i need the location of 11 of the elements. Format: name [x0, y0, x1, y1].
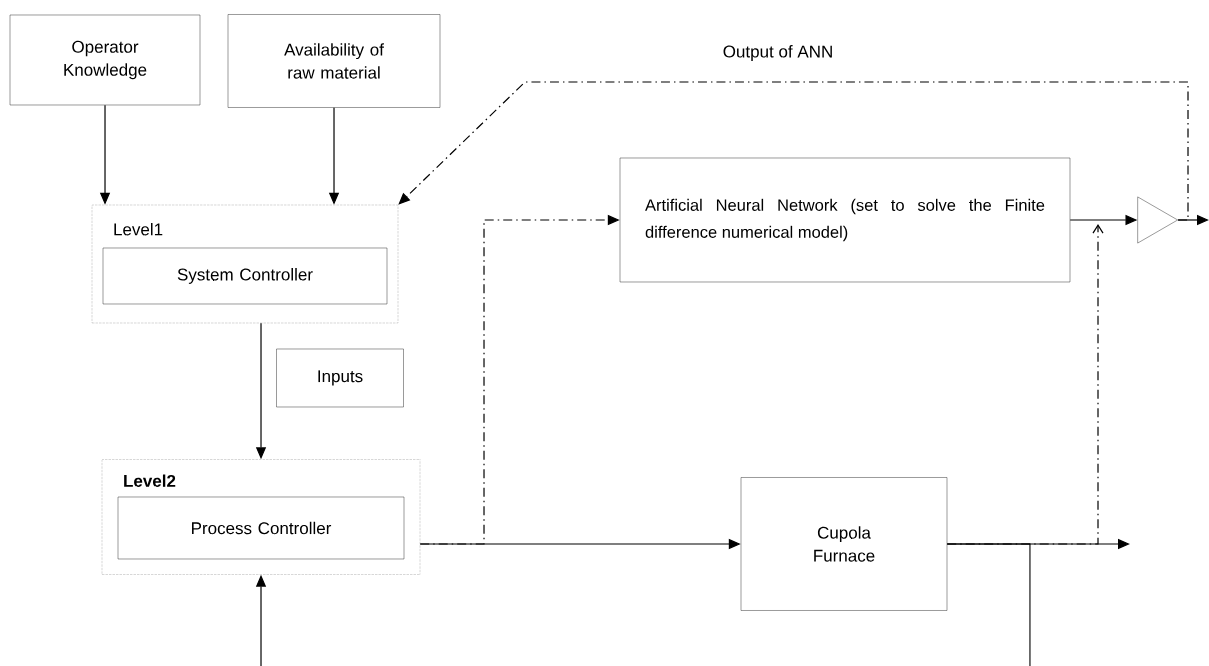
process-box: Artificial Neural Network (set to solve the Finite difference numerical model) [619, 157, 1071, 283]
arrow [398, 81, 1189, 221]
amplifier-triangle [1137, 196, 1178, 244]
arrow [946, 224, 1104, 545]
process-box: Process Controller [117, 496, 405, 560]
process-box: Cupola Furnace [740, 477, 948, 611]
process-box: System Controller [102, 247, 388, 305]
process-box: Operator Knowledge [9, 14, 201, 106]
edge-label: Output of ANN [720, 43, 836, 63]
process-box: Availability of raw material [227, 14, 441, 108]
process-box: Inputs [276, 348, 404, 408]
